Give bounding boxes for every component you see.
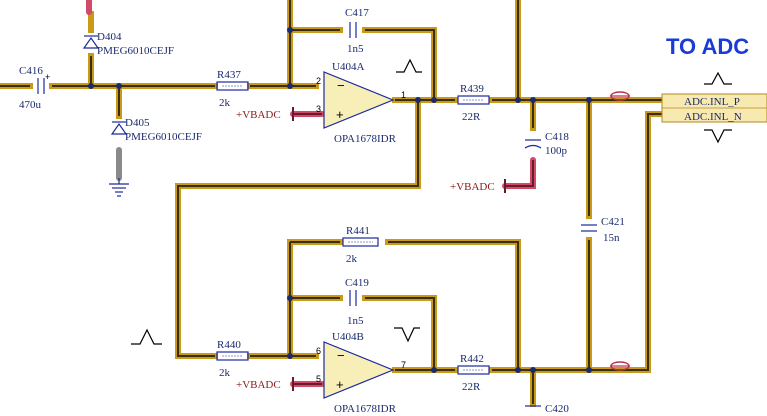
vbadc-u404b-label: +VBADC: [236, 379, 281, 391]
page-title: TO ADC: [666, 34, 749, 59]
u404b-minus-sign: −: [337, 348, 345, 363]
c419-ref: C419: [345, 277, 369, 289]
c416-ref: C416: [19, 65, 43, 77]
u404a-minus-sign: −: [337, 78, 345, 93]
r437-ref: R437: [217, 69, 241, 81]
r440-value: 2k: [219, 367, 231, 379]
capacitor-c419[interactable]: C419 1n5: [345, 277, 369, 327]
r442-value: 22R: [462, 381, 481, 393]
vbadc-c418-label: +VBADC: [450, 181, 495, 193]
capacitor-c420[interactable]: C420: [525, 403, 569, 415]
net-flag-n: [610, 361, 630, 371]
d404-part: PMEG6010CEJF: [97, 45, 174, 57]
ground-symbol: [109, 178, 129, 197]
r437-value: 2k: [219, 97, 231, 109]
u404b-pin-inv: 6: [316, 346, 321, 356]
r440-ref: R440: [217, 339, 241, 351]
u404b-ref: U404B: [332, 331, 364, 343]
net-flag-p: [610, 91, 630, 101]
r441-value: 2k: [346, 253, 358, 265]
resistor-r439[interactable]: R439 22R: [457, 83, 490, 123]
r439-ref: R439: [460, 83, 484, 95]
port-inl-n: ADC.INL_N: [684, 111, 742, 123]
capacitor-c416[interactable]: + C416 470u: [19, 65, 50, 111]
waveform-marker-port-p: [704, 71, 732, 85]
opamp-u404a[interactable]: − + 2 3 1 U404A OPA1678IDR: [316, 61, 406, 145]
resistor-r440[interactable]: R440 2k: [216, 339, 249, 379]
adc-port-box[interactable]: ADC.INL_P ADC.INL_N: [661, 93, 767, 123]
junction-dots: [88, 27, 592, 373]
r442-ref: R442: [460, 353, 484, 365]
d405-ref: D405: [125, 117, 150, 129]
waveform-marker-input-b: [131, 328, 162, 345]
c418-ref: C418: [545, 131, 569, 143]
svg-text:+: +: [45, 72, 50, 82]
r441-ref: R441: [346, 225, 370, 237]
u404a-part: OPA1678IDR: [334, 133, 397, 145]
capacitor-c421[interactable]: C421 15n: [581, 216, 625, 244]
net-wires-highlight: [0, 0, 665, 407]
opamp-u404b[interactable]: − + 6 5 7 U404B OPA1678IDR: [316, 331, 406, 415]
u404b-pin-out: 7: [401, 360, 406, 370]
resistor-r442[interactable]: R442 22R: [457, 353, 490, 393]
u404a-ref: U404A: [332, 61, 364, 73]
c421-ref: C421: [601, 216, 625, 228]
waveform-marker-u404a: [396, 58, 422, 73]
port-inl-p: ADC.INL_P: [684, 96, 740, 108]
u404b-pin-noninv: 5: [316, 374, 321, 384]
capacitor-c418[interactable]: C418 100p: [524, 131, 569, 157]
waveform-marker-u404b: [394, 327, 420, 343]
c417-value: 1n5: [347, 43, 364, 55]
capacitor-c417[interactable]: C417 1n5: [345, 7, 369, 55]
c416-value: 470u: [19, 99, 42, 111]
u404b-plus-sign: +: [336, 377, 344, 392]
u404a-pin-noninv: 3: [316, 104, 321, 114]
u404b-part: OPA1678IDR: [334, 403, 397, 415]
waveform-marker-port-n: [704, 129, 732, 144]
net-wires: [0, 0, 662, 404]
c417-ref: C417: [345, 7, 369, 19]
d404-ref: D404: [97, 31, 122, 43]
c418-value: 100p: [545, 145, 568, 157]
c419-value: 1n5: [347, 315, 364, 327]
r439-value: 22R: [462, 111, 481, 123]
d405-part: PMEG6010CEJF: [125, 131, 202, 143]
diode-d405[interactable]: D405 PMEG6010CEJF: [110, 117, 202, 143]
u404a-pin-inv: 2: [316, 76, 321, 86]
u404a-pin-out: 1: [401, 90, 406, 100]
c421-value: 15n: [603, 232, 620, 244]
resistor-r437[interactable]: R437 2k: [216, 69, 249, 109]
resistor-r441[interactable]: R441 2k: [342, 225, 379, 265]
vbadc-u404a-label: +VBADC: [236, 109, 281, 121]
u404a-plus-sign: +: [336, 107, 344, 122]
c420-ref: C420: [545, 403, 569, 415]
diode-d404[interactable]: D404 PMEG6010CEJF: [82, 31, 174, 57]
